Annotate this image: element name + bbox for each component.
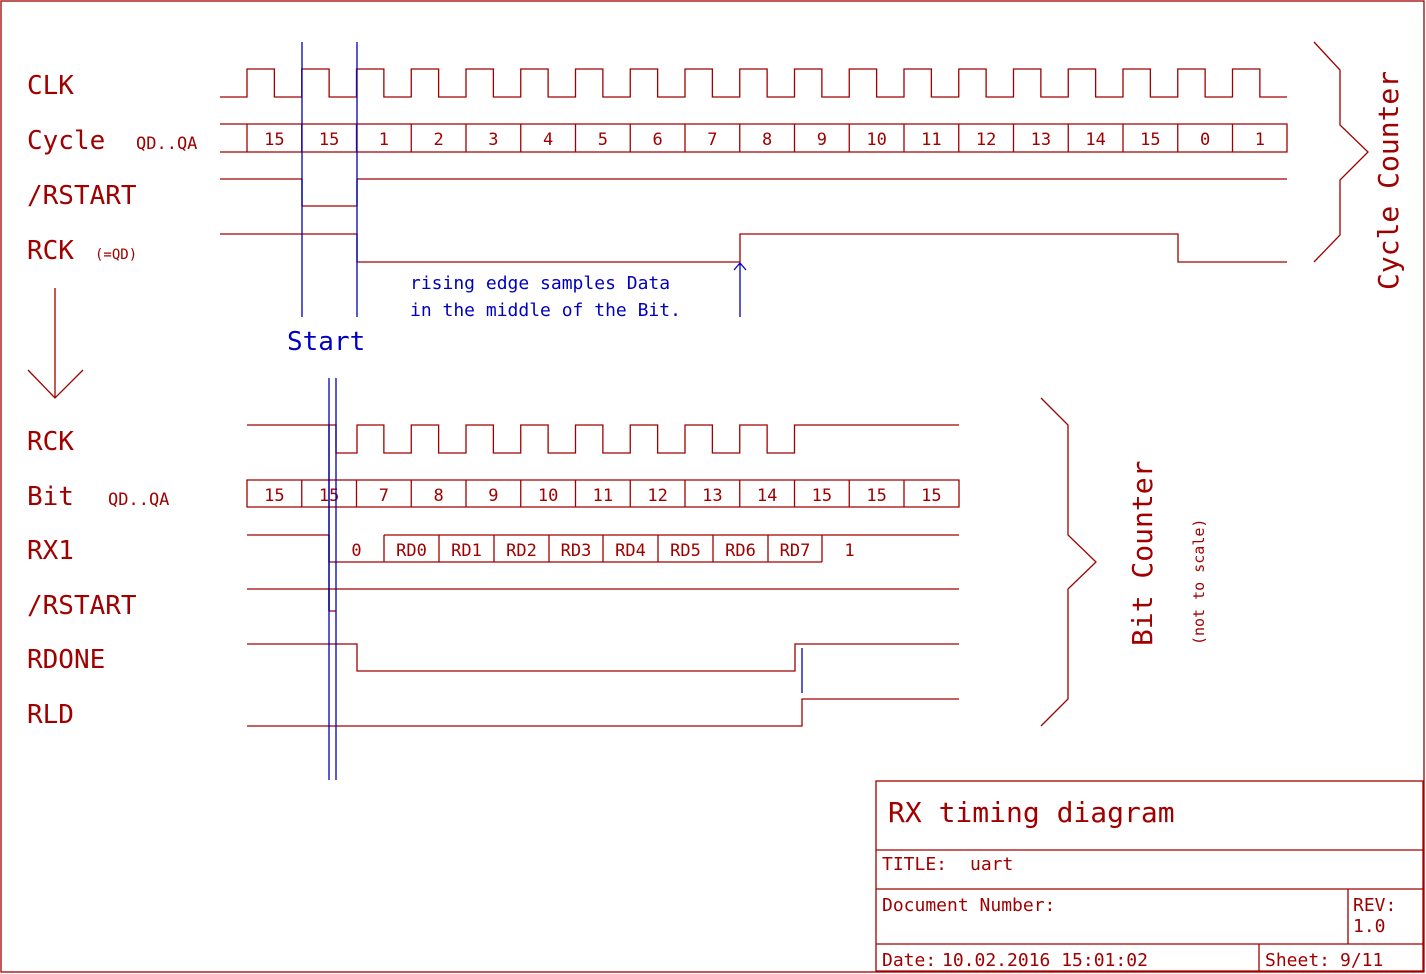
rx1-value: RD5 [670,541,701,561]
rld-waveform [247,698,959,727]
signal-label-rld: RLD [27,700,74,730]
title-value: uart [970,854,1013,875]
signal-label-nrstart: /RSTART [27,591,137,621]
rx1-value: RD4 [615,541,646,561]
bit-value: 15 [264,486,284,506]
bit-bus [246,479,960,508]
rev-value: 1.0 [1353,916,1386,937]
signal-label-rck: RCK [27,427,74,457]
cycle-value: 13 [1031,130,1051,150]
rx1-bus [247,534,959,563]
cycle-value: 4 [543,130,553,150]
rx1-value: RD0 [396,541,427,561]
sheet-label: Sheet: [1265,950,1330,971]
cycle-counter-brace [1313,41,1369,263]
rstart-waveform [220,178,1287,207]
rck-bit-waveform [247,424,959,454]
bit-value: 7 [379,486,389,506]
start-marker-lines [301,42,358,317]
cycle-value: 15 [1140,130,1160,150]
not-to-scale-note: (not to scale) [1190,519,1208,645]
signal-label-cycle: Cycle [27,126,105,156]
sampling-arrow-icon [733,262,747,317]
bit-value: 15 [866,486,886,506]
bit-value: 15 [812,486,832,506]
sampling-note-line1: rising edge samples Data [410,273,670,294]
signal-label-rck: RCK [27,236,74,266]
cycle-bus [220,123,1288,153]
bit-value: 14 [757,486,777,506]
rx1-value: 1 [844,541,854,561]
bit-counter-label: Bit Counter [1126,461,1159,646]
sampling-note-line2: in the middle of the Bit. [410,300,681,321]
cycle-value: 14 [1085,130,1105,150]
diagram-heading: RX timing diagram [888,796,1175,829]
document-number-label: Document Number: [882,895,1055,916]
cycle-value: 15 [264,130,284,150]
title-block [875,780,1424,972]
signal-label-suffix: QD..QA [108,490,169,510]
bit-value: 15 [921,486,941,506]
cycle-value: 12 [976,130,996,150]
cycle-value: 8 [762,130,772,150]
clk-waveform [220,68,1287,98]
rstart-bit-waveform [247,588,959,612]
bit-value: 11 [593,486,613,506]
signal-label-nrstart: /RSTART [27,181,137,211]
signal-label-bit: Bit [27,482,74,512]
cycle-value: 10 [866,130,886,150]
signal-label-clk: CLK [27,71,74,101]
rx1-value: RD2 [506,541,537,561]
cycle-counter-label: Cycle Counter [1372,71,1405,290]
rx1-value: RD6 [725,541,756,561]
signal-label-suffix: (=QD) [95,247,137,263]
title-label: TITLE: [882,854,947,875]
bit-value: 12 [647,486,667,506]
bit-value: 10 [538,486,558,506]
rev-label: REV: [1353,895,1396,916]
cycle-value: 7 [707,130,717,150]
cycle-value: 11 [921,130,941,150]
cycle-value: 9 [817,130,827,150]
start-label: Start [287,327,365,357]
cycle-value: 5 [598,130,608,150]
bit-value: 13 [702,486,722,506]
date-label: Date: [882,950,936,971]
rstart-edges [301,179,358,206]
bit-counter-brace [1040,397,1097,727]
signal-label-rx1: RX1 [27,536,74,566]
rx1-value: RD7 [780,541,811,561]
sheet-value: 9/11 [1340,950,1383,971]
bit-value: 9 [488,486,498,506]
date-value: 10.02.2016 15:01:02 [942,950,1148,971]
rx1-value: 0 [351,541,361,561]
signal-label-suffix: QD..QA [136,134,197,154]
cycle-value: 2 [434,130,444,150]
rdone-waveform [247,643,959,672]
rx1-value: RD1 [451,541,482,561]
cycle-value: 3 [488,130,498,150]
rck-waveform [220,233,1287,263]
signal-label-rdone: RDONE [27,645,105,675]
cycle-value: 0 [1200,130,1210,150]
cycle-value: 15 [319,130,339,150]
cycle-value: 1 [379,130,389,150]
cycle-value: 6 [653,130,663,150]
down-arrow-icon [27,288,84,399]
start-marker-lines [328,378,337,780]
rx1-value: RD3 [561,541,592,561]
cycle-value: 1 [1255,130,1265,150]
bit-value: 8 [434,486,444,506]
